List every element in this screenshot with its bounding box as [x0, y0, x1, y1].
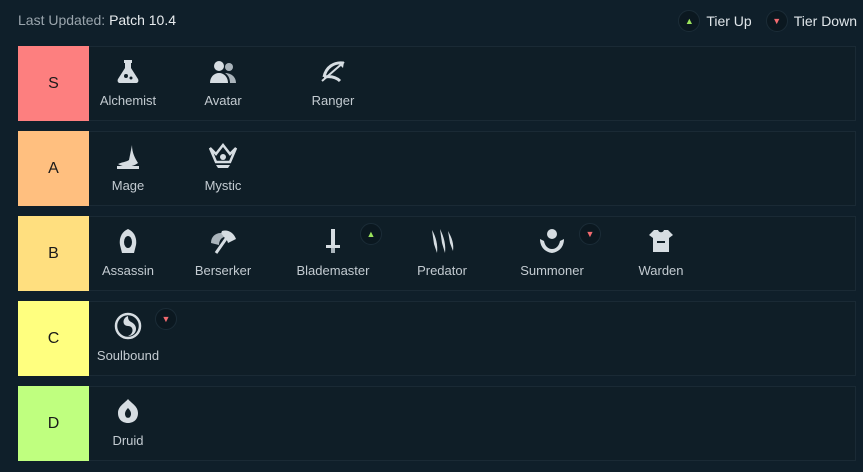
swirl-icon: [113, 312, 143, 340]
trait-name: Ranger: [311, 93, 355, 108]
potion-flask-icon: [113, 57, 143, 85]
tier-down-icon: ▼: [155, 308, 177, 330]
legend-tier-down: ▼ Tier Down: [765, 10, 857, 32]
tier-label: A: [18, 131, 89, 206]
trait-name: Mage: [111, 178, 145, 193]
trait-name: Avatar: [204, 93, 242, 108]
legend: ▲ Tier Up ▼ Tier Down: [678, 10, 857, 32]
sword-icon: [318, 227, 348, 255]
tier-row-s: S Alchemist Avatar Ranger: [18, 46, 856, 121]
trait-name: Warden: [638, 263, 684, 278]
tier-label: B: [18, 216, 89, 291]
axe-icon: [208, 227, 238, 255]
last-updated-label: Last Updated:: [18, 12, 106, 28]
tier-row-c: C Soulbound ▼: [18, 301, 856, 376]
tier-label: D: [18, 386, 89, 461]
trait-name: Mystic: [204, 178, 242, 193]
tier-up-icon: ▲: [678, 10, 701, 32]
tier-up-icon: ▲: [360, 223, 382, 245]
trait-name: Druid: [112, 433, 144, 448]
tier-row-a: A Mage Mystic: [18, 131, 856, 206]
trait-name: Alchemist: [99, 93, 157, 108]
last-updated: Last Updated: Patch 10.4: [18, 12, 176, 28]
trait-druid[interactable]: Druid: [83, 387, 173, 460]
legend-tier-down-label: Tier Down: [793, 13, 857, 29]
trait-name: Assassin: [101, 263, 155, 278]
trait-alchemist[interactable]: Alchemist: [83, 47, 173, 120]
trait-ranger[interactable]: Ranger: [288, 47, 378, 120]
trait-name: Berserker: [194, 263, 252, 278]
trait-name: Predator: [417, 263, 467, 278]
crown-eye-icon: [208, 142, 238, 170]
trait-warden[interactable]: Warden: [616, 217, 706, 290]
tier-label: C: [18, 301, 89, 376]
legend-tier-up-label: Tier Up: [706, 13, 752, 29]
trait-soulbound[interactable]: Soulbound ▼: [83, 302, 177, 375]
summoning-hands-icon: [537, 227, 567, 255]
two-people-icon: [208, 57, 238, 85]
bow-arrow-icon: [318, 57, 348, 85]
hooded-figure-icon: [113, 227, 143, 255]
trait-mage[interactable]: Mage: [83, 132, 173, 205]
tier-row-b: B Assassin Berserker Blademaster ▲ Predator Su…: [18, 216, 856, 291]
trait-predator[interactable]: Predator: [397, 217, 487, 290]
patch-version: Patch 10.4: [109, 12, 176, 28]
trait-mystic[interactable]: Mystic: [178, 132, 268, 205]
leaf-flame-icon: [113, 397, 143, 425]
tier-down-icon: ▼: [579, 223, 601, 245]
trait-assassin[interactable]: Assassin: [83, 217, 173, 290]
tier-row-d: D Druid: [18, 386, 856, 461]
legend-tier-up: ▲ Tier Up: [678, 10, 752, 32]
trait-blademaster[interactable]: Blademaster ▲: [288, 217, 382, 290]
tier-label: S: [18, 46, 89, 121]
tier-down-icon: ▼: [765, 10, 788, 32]
trait-summoner[interactable]: Summoner ▼: [507, 217, 601, 290]
wizard-hat-icon: [113, 142, 143, 170]
trait-name: Soulbound: [96, 348, 160, 363]
top-bar: Last Updated: Patch 10.4 ▲ Tier Up ▼ Tie…: [0, 0, 863, 40]
trait-name: Summoner: [520, 263, 584, 278]
claw-marks-icon: [427, 227, 457, 255]
armor-chest-icon: [646, 227, 676, 255]
trait-berserker[interactable]: Berserker: [178, 217, 268, 290]
trait-name: Blademaster: [296, 263, 370, 278]
trait-avatar[interactable]: Avatar: [178, 47, 268, 120]
